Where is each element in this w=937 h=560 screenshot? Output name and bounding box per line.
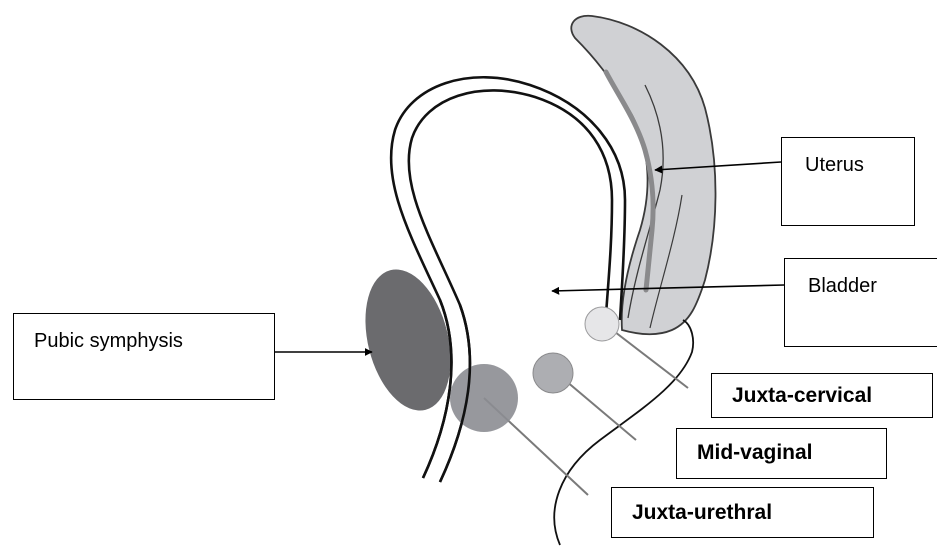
juxta-urethral-circle	[450, 364, 518, 432]
bladder-label-text: Bladder	[808, 275, 877, 297]
mid-vaginal-label-text: Mid-vaginal	[697, 441, 813, 464]
uterus-label: Uterus	[781, 137, 915, 226]
juxta-cervical-label: Juxta-cervical	[711, 373, 933, 418]
uterus-label-text: Uterus	[805, 154, 864, 176]
mid-vaginal-circle	[533, 353, 573, 393]
juxta-urethral-label: Juxta-urethral	[611, 487, 874, 538]
pubic-symphysis-label-text: Pubic symphysis	[34, 330, 183, 352]
pubic-symphysis-shape	[352, 260, 464, 419]
mid-vaginal-label: Mid-vaginal	[676, 428, 887, 479]
pubic-symphysis-label: Pubic symphysis	[13, 313, 275, 400]
juxta-cervical-circle	[585, 307, 619, 341]
juxta-cervical-label-text: Juxta-cervical	[732, 384, 872, 407]
juxta-urethral-label-text: Juxta-urethral	[632, 501, 772, 524]
uterus-shape	[571, 16, 715, 334]
bladder-label: Bladder	[784, 258, 937, 347]
